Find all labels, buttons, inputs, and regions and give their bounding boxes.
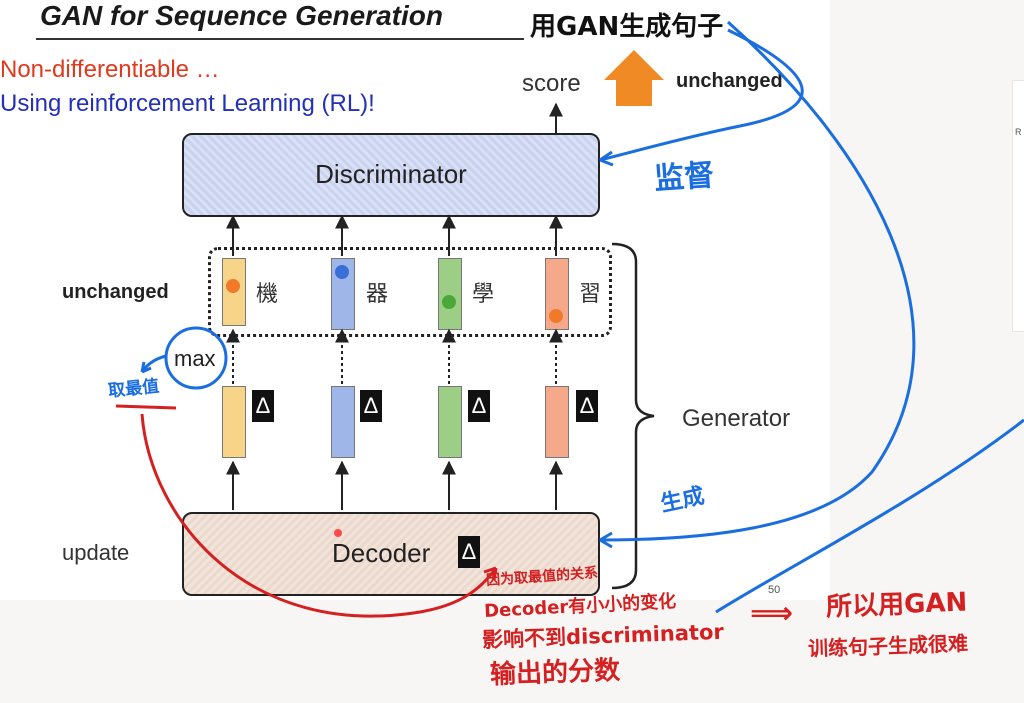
delta-icon: Δ <box>360 390 382 422</box>
title-underline <box>36 38 524 40</box>
delta-icon: Δ <box>468 390 490 422</box>
handwritten-conclusion-line-2: 训练句子生成很难 <box>807 631 969 661</box>
discriminator-label: Discriminator <box>315 159 467 189</box>
axis-tick-50: 50 <box>768 584 781 596</box>
handwritten-take-max: 取最值 <box>107 376 161 402</box>
red-curve-arrow <box>140 413 498 618</box>
slide: GAN for Sequence Generation Non-differen… <box>0 0 830 600</box>
token-dot-1 <box>226 279 240 293</box>
token-char-2: 器 <box>366 281 389 306</box>
take-max-underline <box>115 404 177 410</box>
delta-icon: Δ <box>576 390 598 422</box>
handwritten-conclusion-line-1: 所以用GAN <box>825 587 968 623</box>
token-dot-4 <box>549 309 563 323</box>
generator-brace <box>611 242 655 590</box>
token-dot-2 <box>335 265 349 279</box>
delta-icon: Δ <box>252 390 274 422</box>
handwritten-note-line-3: 输出的分数 <box>489 655 621 691</box>
generator-label: Generator <box>682 405 791 432</box>
decoder-box: Decoder Δ <box>182 512 600 596</box>
side-panel-glyph: R <box>1015 127 1022 137</box>
rl-text: Using reinforcement Learning (RL)! <box>0 90 375 117</box>
distribution-bar-3 <box>438 386 462 458</box>
token-dot-3 <box>442 295 456 309</box>
argmax-dotted-arrows <box>226 328 563 384</box>
score-label: score <box>522 70 581 97</box>
token-char-4: 習 <box>579 281 602 306</box>
distribution-bar-4 <box>545 386 569 458</box>
token-char-1: 機 <box>256 281 279 306</box>
generated-tokens-frame <box>208 247 612 337</box>
right-margin <box>830 0 1024 703</box>
side-panel-edge: R <box>1012 80 1024 332</box>
distribution-bar-1 <box>222 386 246 458</box>
decoder-to-distribution-arrows <box>226 460 563 510</box>
unchanged-label-tokens: unchanged <box>62 281 169 303</box>
token-bar-3 <box>438 258 462 330</box>
max-label: max <box>174 346 216 371</box>
discriminator-box: Discriminator <box>182 133 600 217</box>
decoder-label: Decoder <box>332 538 431 568</box>
distribution-bar-2 <box>331 386 355 458</box>
supervise-arrow <box>599 28 804 162</box>
max-circle <box>164 326 228 390</box>
generate-arrow <box>599 20 916 542</box>
unchanged-label-top: unchanged <box>676 70 783 92</box>
handwritten-supervise: 监督 <box>653 157 716 198</box>
slide-title: GAN for Sequence Generation <box>40 0 443 31</box>
token-char-3: 學 <box>472 281 495 306</box>
cursor-dot <box>334 529 342 537</box>
non-differentiable-text: Non-differentiable … <box>0 56 220 83</box>
token-to-discriminator-arrows <box>226 214 563 256</box>
update-label: update <box>62 540 130 565</box>
delta-icon: Δ <box>458 536 480 568</box>
orange-up-arrow-icon <box>604 50 664 106</box>
handwritten-title-note: 用GAN生成句子 <box>530 12 724 42</box>
blue-diagonal-stroke <box>715 418 1024 614</box>
double-arrow-icon: ⟹ <box>750 596 794 631</box>
